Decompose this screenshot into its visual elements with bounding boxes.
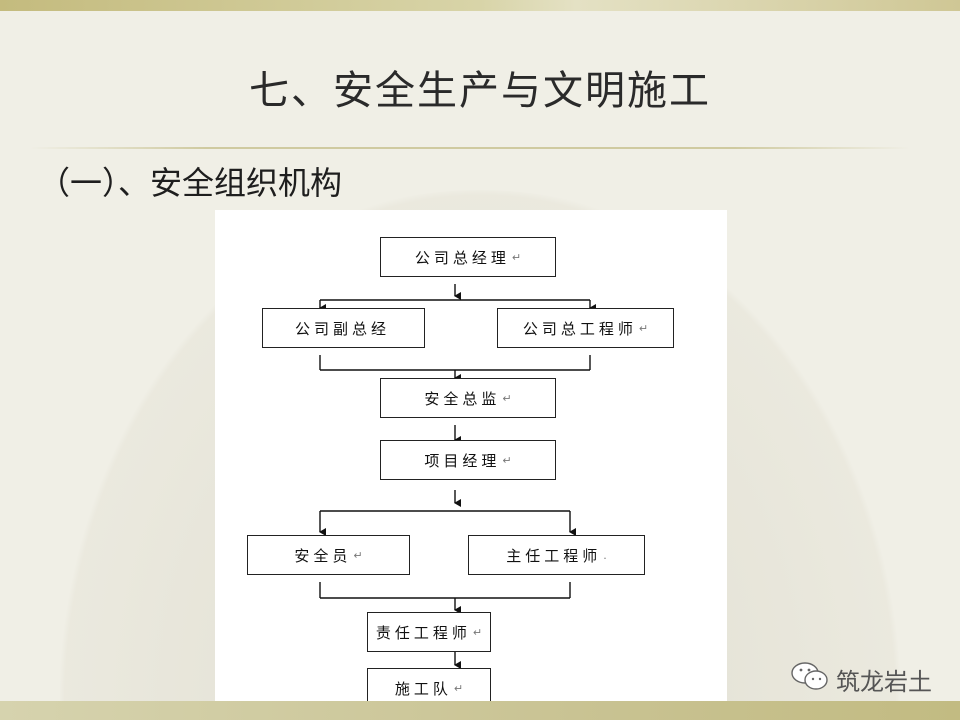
return-mark: . <box>603 548 607 562</box>
return-mark: ↵ <box>511 250 522 264</box>
watermark-text: 筑龙岩土 <box>836 667 932 696</box>
node-safety-director: 安全总监↵ <box>380 378 556 418</box>
node-label: 项目经理 <box>424 451 501 470</box>
node-company-chief-engineer: 公司总工程师↵ <box>497 308 674 348</box>
title-divider <box>30 147 910 149</box>
node-label: 公司副总经 <box>294 319 390 338</box>
bottom-decor-band <box>0 701 960 720</box>
node-responsible-engineer: 责任工程师↵ <box>367 612 491 652</box>
node-label: 公司总经理 <box>414 248 510 267</box>
wechat-icon <box>790 660 830 698</box>
node-label: 主任工程师 <box>506 546 602 565</box>
slide-title: 七、安全生产与文明施工 <box>249 68 711 114</box>
return-mark: ↵ <box>502 391 512 405</box>
node-lead-engineer: 主任工程师. <box>468 535 645 575</box>
node-label: 安全总监 <box>424 389 501 408</box>
node-company-gm: 公司总经理↵ <box>380 237 556 277</box>
node-company-vgm: 公司副总经 <box>262 308 425 348</box>
return-mark: ↵ <box>472 625 483 639</box>
node-label: 公司总工程师 <box>522 319 637 338</box>
watermark: 筑龙岩土 <box>790 660 932 698</box>
return-mark: ↵ <box>353 548 363 562</box>
node-label: 施工队 <box>394 679 452 698</box>
node-safety-officer: 安全员↵ <box>247 535 410 575</box>
return-mark: ↵ <box>502 453 512 467</box>
org-chart: 公司总经理↵ 公司副总经 公司总工程师↵ 安全总监↵ 项目经理↵ 安全员↵ 主任… <box>215 210 727 720</box>
node-label: 责任工程师 <box>375 623 471 642</box>
node-label: 安全员 <box>294 546 352 565</box>
section-subtitle: （一）、安全组织机构 <box>38 164 343 202</box>
return-mark: ↵ <box>453 681 464 695</box>
top-decor-band <box>0 0 960 11</box>
node-project-manager: 项目经理↵ <box>380 440 556 480</box>
connector-lines <box>319 284 596 669</box>
return-mark: ↵ <box>638 321 649 335</box>
